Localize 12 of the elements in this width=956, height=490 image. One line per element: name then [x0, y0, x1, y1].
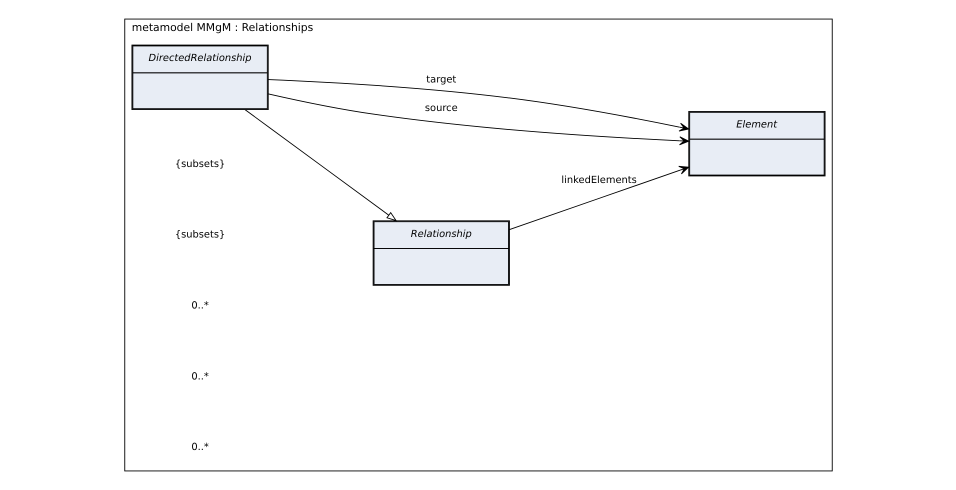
- arrow: [244, 109, 397, 222]
- label: 0..*: [190, 300, 208, 312]
- label: 0..*: [190, 371, 208, 382]
- edge-label: target: [426, 74, 456, 86]
- edge-label: linkedElements: [560, 174, 636, 186]
- label: {subsets}: [174, 158, 225, 170]
- label: 0..*: [190, 442, 208, 454]
- arrow: [267, 79, 689, 132]
- label: {subsets}: [174, 230, 225, 241]
- edge-label: source: [424, 103, 458, 114]
- arrow: [268, 93, 689, 146]
- arrow: [508, 166, 688, 230]
